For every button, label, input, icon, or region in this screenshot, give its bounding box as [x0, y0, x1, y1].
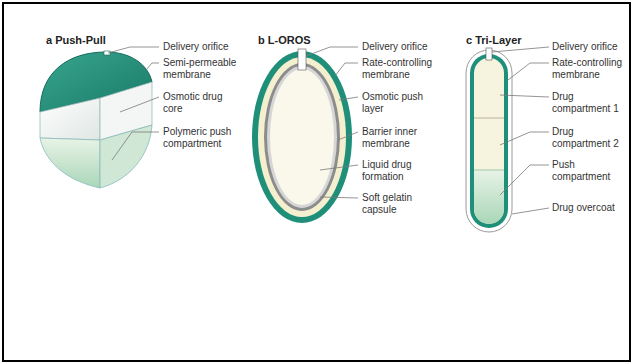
leader-line	[306, 47, 358, 56]
push-compartment-face-left	[40, 138, 100, 188]
leader-line	[120, 97, 159, 112]
push-pull-tablet	[40, 51, 152, 188]
liquid-drug-shape	[270, 69, 334, 205]
leader-line	[338, 132, 358, 140]
push-compartment-face-right	[100, 125, 152, 188]
gelatin-capsule-shape	[267, 66, 337, 208]
orifice	[298, 49, 306, 70]
overcoat-shape	[466, 50, 512, 232]
leader-line	[492, 47, 549, 52]
leader-line	[500, 95, 549, 97]
part-label: Osmotic drug core	[163, 91, 243, 115]
barrier-membrane-shape	[264, 63, 340, 211]
membrane-shape	[470, 54, 508, 228]
part-label: Semi-permeable membrane	[163, 57, 243, 81]
part-label: Polymeric push compartment	[163, 126, 243, 150]
push-compartment-shape	[474, 170, 504, 224]
panel-heading: a Push-Pull	[46, 34, 106, 47]
panel-heading: c Tri-Layer	[466, 34, 522, 47]
divider	[474, 118, 504, 119]
leader-line	[335, 63, 358, 76]
leader-line	[108, 47, 159, 53]
part-label: Delivery orifice	[552, 41, 626, 53]
part-label: Drug compartment 2	[552, 126, 626, 150]
leader-lines	[108, 47, 549, 214]
part-label: Soft gelatin capsule	[362, 192, 446, 216]
leader-line	[146, 63, 159, 70]
part-label: Drug compartment 1	[552, 91, 626, 115]
leader-line	[339, 97, 358, 100]
part-label: Rate-controlling membrane	[362, 57, 446, 81]
part-label: Push compartment	[552, 159, 626, 183]
leader-line	[508, 63, 549, 80]
leader-line	[512, 208, 549, 214]
part-label: Liquid drug formation	[362, 159, 446, 183]
leader-line	[500, 165, 549, 195]
l-oros-capsule	[252, 49, 352, 223]
divider	[474, 170, 504, 171]
osmotic-push-layer-shape	[258, 57, 346, 217]
drug-core-face-left	[40, 98, 100, 140]
leader-line	[500, 132, 549, 145]
leader-line	[320, 165, 358, 170]
part-label: Barrier inner membrane	[362, 126, 446, 150]
part-label: Rate-controlling membrane	[552, 57, 626, 81]
part-label: Drug overcoat	[552, 202, 626, 214]
orifice	[486, 48, 492, 60]
part-label: Osmotic push layer	[362, 91, 446, 115]
leader-line	[112, 132, 159, 160]
tri-layer-capsule	[466, 48, 512, 232]
panel-heading: b L-OROS	[258, 34, 311, 47]
part-label: Delivery orifice	[362, 41, 446, 53]
leader-line	[320, 197, 358, 198]
compartment-shape	[474, 58, 504, 224]
part-label: Delivery orifice	[163, 41, 243, 53]
